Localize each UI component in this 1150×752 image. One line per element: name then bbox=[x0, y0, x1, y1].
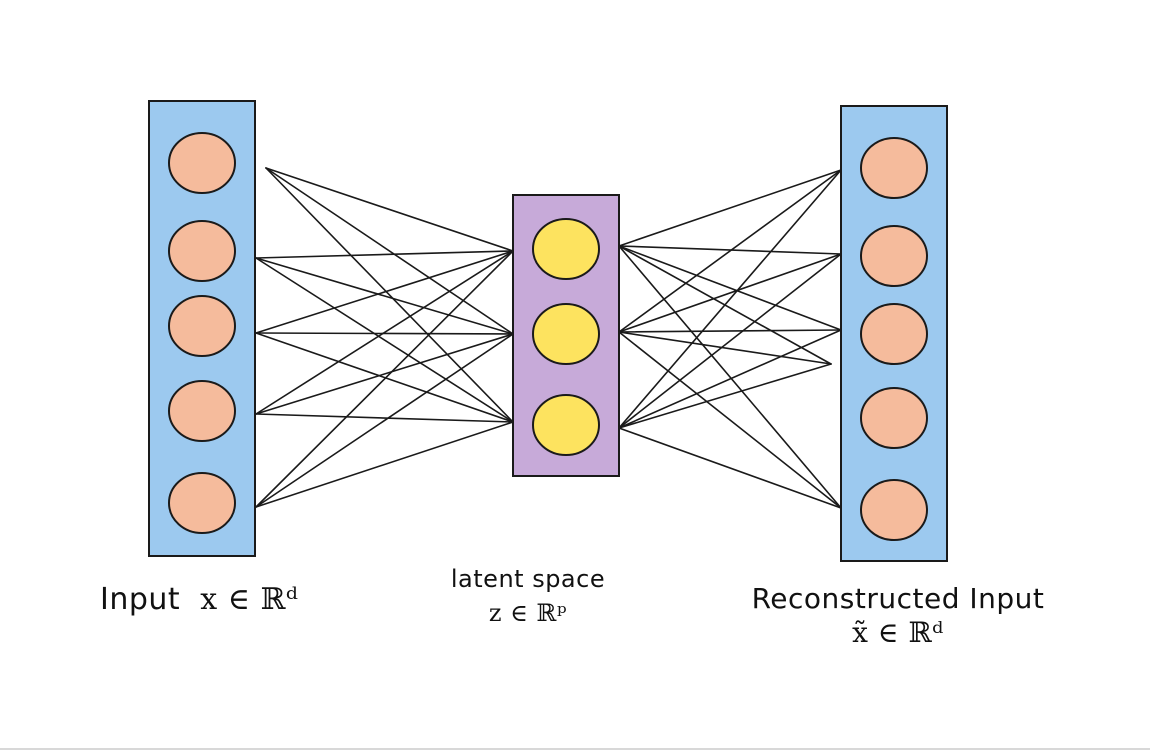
edge-latent-1-output-2 bbox=[618, 245, 842, 255]
edge-input-5-latent-2 bbox=[255, 333, 514, 508]
input-math: x ∈ ℝᵈ bbox=[200, 582, 299, 617]
latent-math: z ∈ ℝᵖ bbox=[488, 599, 568, 627]
input-node-4 bbox=[168, 380, 236, 442]
edge-latent-1-output-3 bbox=[618, 245, 842, 331]
edge-input-2-latent-3 bbox=[255, 257, 514, 423]
edge-latent-1-output-1 bbox=[618, 169, 842, 247]
edge-input-1-latent-1 bbox=[265, 167, 514, 252]
edge-input-2-latent-1 bbox=[255, 250, 514, 259]
edge-input-4-latent-1 bbox=[255, 250, 514, 415]
output-node-1 bbox=[860, 137, 928, 199]
output-node-2 bbox=[860, 225, 928, 287]
input-caption: Input x ∈ ℝᵈ bbox=[100, 582, 298, 617]
connection-lines bbox=[255, 167, 842, 509]
latent-caption: latent space z ∈ ℝᵖ bbox=[448, 562, 608, 630]
input-node-2 bbox=[168, 220, 236, 282]
latent-node-2 bbox=[532, 303, 600, 365]
input-label: Input bbox=[100, 582, 181, 617]
input-node-1 bbox=[168, 132, 236, 194]
output-node-5 bbox=[860, 479, 928, 541]
output-caption: Reconstructed Input x̃ ∈ ℝᵈ bbox=[748, 582, 1048, 650]
neurons bbox=[168, 132, 928, 541]
edge-latent-2-output-2 bbox=[618, 253, 842, 333]
edge-latent-3-output-4 bbox=[618, 363, 832, 429]
edge-latent-2-output-5 bbox=[618, 331, 842, 509]
edge-input-4-latent-2 bbox=[255, 333, 514, 415]
latent-node-1 bbox=[532, 218, 600, 280]
edge-input-2-latent-2 bbox=[255, 257, 514, 335]
edge-latent-2-output-1 bbox=[618, 169, 842, 333]
edge-latent-1-output-5 bbox=[618, 245, 842, 509]
edge-latent-2-output-4 bbox=[618, 331, 832, 365]
edge-input-5-latent-1 bbox=[255, 250, 514, 508]
edge-input-1-latent-3 bbox=[265, 167, 514, 423]
edge-input-5-latent-3 bbox=[255, 421, 514, 508]
latent-node-3 bbox=[532, 394, 600, 456]
edge-input-3-latent-3 bbox=[255, 332, 514, 423]
bottom-divider bbox=[0, 748, 1150, 750]
edge-input-3-latent-1 bbox=[255, 250, 514, 334]
edge-latent-3-output-5 bbox=[618, 427, 842, 509]
input-node-5 bbox=[168, 472, 236, 534]
edge-latent-3-output-3 bbox=[618, 329, 842, 429]
input-node-3 bbox=[168, 295, 236, 357]
latent-label: latent space bbox=[450, 565, 606, 593]
edge-latent-3-output-2 bbox=[618, 253, 842, 429]
output-node-3 bbox=[860, 303, 928, 365]
edge-input-1-latent-2 bbox=[265, 167, 514, 335]
edge-input-4-latent-3 bbox=[255, 413, 514, 423]
edge-input-3-latent-2 bbox=[255, 332, 514, 335]
output-label: Reconstructed Input bbox=[751, 582, 1045, 615]
output-node-4 bbox=[860, 387, 928, 449]
output-math: x̃ ∈ ℝᵈ bbox=[852, 616, 944, 649]
edge-latent-2-output-3 bbox=[618, 329, 842, 333]
layer-panels bbox=[148, 100, 948, 562]
edge-latent-3-output-1 bbox=[618, 169, 842, 429]
